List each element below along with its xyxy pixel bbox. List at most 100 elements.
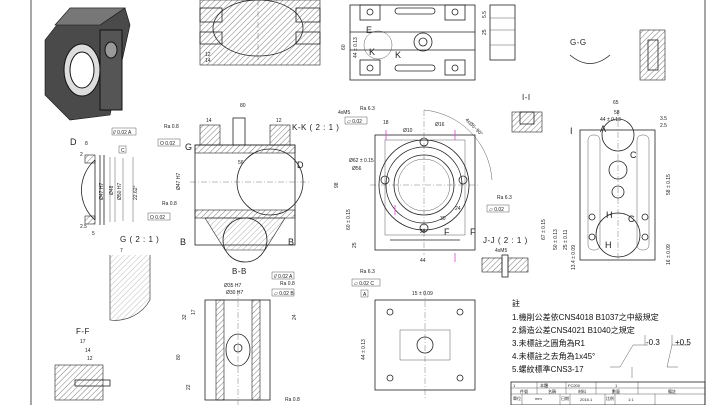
tb-cell: 比例 [606, 395, 614, 401]
tb-header: 件號 [520, 388, 528, 394]
detail-label-e: E [366, 25, 372, 35]
roughness-symbol: Ra 0.8 [280, 281, 295, 287]
dim-label: Ø62 ± 0.15 [349, 158, 374, 164]
gdt-frame: // 0.02 A [113, 130, 132, 136]
gdt-frame: O 0.02 [150, 215, 165, 221]
dim-label: 22.62° [133, 185, 139, 200]
tb-cell: 日期 [561, 395, 569, 401]
roughness-symbol: Ra 0.8 [162, 201, 177, 207]
dim-label: 80 [240, 103, 246, 109]
roughness-symbol: Ra 6.3 [360, 106, 375, 112]
dim-label: 15 ± 0.09 [412, 291, 433, 297]
dim-label: 44 ± 0.13 [361, 339, 367, 360]
tb-header: 材料 [578, 388, 586, 394]
roughness-symbol: Ra 6.3 [360, 269, 375, 275]
dim-label: 13.4 ± 0.09 [571, 245, 577, 270]
tb-cell: 1:1 [628, 397, 634, 402]
tolerance-symbols: -0.3 +0.5 [610, 335, 691, 378]
dim-label: Ø47 H7 [99, 183, 105, 200]
note-item: 4.未標註之去角為1x45° [512, 351, 595, 361]
dim-label: 18 [383, 120, 389, 126]
dim-label: 12 [87, 356, 93, 362]
tb-cell: 1 [513, 383, 516, 388]
tb-cell: FC200 [568, 383, 581, 388]
dim-label: 8 [85, 141, 88, 147]
note-item: 5.螺紋標準CNS3-17 [512, 364, 584, 374]
detail-letter-d: D [70, 137, 77, 147]
section-letter-i: I [570, 126, 573, 136]
dim-label: 2.5 [660, 123, 667, 129]
section-label-bb: B-B [232, 267, 247, 276]
dim-label: 58 [614, 110, 620, 116]
section-letter-h: H [606, 210, 613, 220]
dim-label: 14 [205, 58, 211, 64]
dim-label: 14 [206, 118, 212, 124]
dim-label: 16 ± 0.09 [666, 244, 672, 265]
bb-section: B-B Ø35 H7 Ø30 H7 80 32 17 24 22 // 0.02… [176, 267, 300, 405]
gdt-frame: ▱ 0.02 B [274, 291, 294, 297]
dim-label: 24 [455, 206, 461, 212]
dim-label: Ø48 [109, 185, 115, 195]
dim-label: 3.5 [660, 116, 667, 122]
section-label-jj: J-J ( 2 : 1 ) [483, 236, 528, 245]
gdt-frame: ▱ 0.02 C [354, 281, 374, 287]
top-section-view: 12 14 K-K ( 2 : 1 ) [199, 0, 339, 132]
section-label-ff: F-F [76, 327, 90, 336]
dim-label: 25 [352, 242, 358, 248]
gg-section: G-G [569, 29, 666, 81]
dim-label: 2 [80, 152, 83, 158]
dim-label: 32 [182, 314, 188, 320]
gdt-frame: O 0.02 [160, 141, 175, 147]
section-letter-b: B [288, 237, 294, 247]
dim-label: 60 ± 0.15 [346, 209, 352, 230]
dim-label: 56 [238, 160, 244, 166]
dim-label: 17 [191, 309, 197, 315]
dim-label: Ø35 H7 [224, 283, 241, 289]
tb-header: 數量 [612, 388, 620, 394]
title-block: 1 本體 FC200 1 件號 名稱 材料 數量 備註 單位 mm 日期 201… [510, 381, 706, 405]
main-section-view: G D B B 80 56 14 12 Ø47 H7 Ra 0.8 O 0.02… [147, 103, 310, 263]
tb-cell: 本體 [540, 382, 548, 388]
roughness-symbol: Ra 0.8 [164, 124, 179, 130]
ff-section: F-F 17 14 12 7 [54, 248, 151, 401]
flange-view: 98 60 ± 0.15 25 44 28 24 30 18 Ø16 Ø10 Ø… [334, 106, 512, 298]
dim-label: 98 [334, 182, 340, 188]
section-letter-f: F [470, 227, 476, 237]
bottom-front-view: 15 ± 0.09 44 ± 0.13 [361, 290, 476, 400]
dim-label: 5 [92, 231, 95, 237]
gdt-frame: ▱ 0.02 [347, 119, 362, 125]
detail-letter-g: G [185, 142, 192, 152]
dim-label: 65 [613, 100, 619, 106]
dim-label: 44 ± 0.13 [600, 117, 621, 123]
dim-label: 12 [276, 118, 282, 124]
dim-label: 67 ± 0.15 [541, 219, 547, 240]
tb-header: 備註 [668, 388, 676, 394]
notes: 註 1.機削公差依CNS4018 B1037之中級規定 2.鑄造公差CNS402… [512, 298, 659, 374]
section-label-gg: G-G [570, 38, 587, 47]
top-front-view: E K K 60 44 ± 0.13 25 5.5 [341, 4, 516, 81]
section-letter-k: K [369, 47, 375, 57]
dim-label: 4xM5 [338, 110, 350, 116]
tolerance-minus: -0.3 [646, 338, 660, 347]
dim-label: 24 [292, 314, 298, 320]
view-letter-c: C [630, 150, 637, 160]
note-item: 2.鑄造公差CNS4021 B1040之規定 [512, 325, 635, 335]
dim-label: 25 ± 0.11 [563, 229, 569, 250]
note-item: 1.機削公差依CNS4018 B1037之中級規定 [512, 312, 659, 322]
dim-label: 7 [120, 248, 123, 254]
roughness-symbol: Ra 6.3 [497, 195, 512, 201]
dim-label: Ø30 H7 [226, 290, 243, 296]
dim-label: 14 [85, 348, 91, 354]
section-letter-d: D [297, 160, 304, 170]
dim-label: 12 [205, 52, 211, 58]
dim-label: 28 [420, 229, 426, 235]
detail-g: D 8 2 2.5 5 Ø47 H7 Ø48 Ø50 H7 22.62° G (… [70, 127, 159, 244]
section-letter-k: K [395, 50, 401, 60]
dim-label: 25 [482, 29, 488, 35]
section-label-g: G ( 2 : 1 ) [120, 235, 159, 244]
dim-label: 44 ± 0.13 [353, 37, 359, 58]
dim-label: 5.5 [482, 11, 488, 18]
tolerance-plus: +0.5 [675, 338, 691, 347]
tb-cell: 單位 [513, 395, 521, 401]
